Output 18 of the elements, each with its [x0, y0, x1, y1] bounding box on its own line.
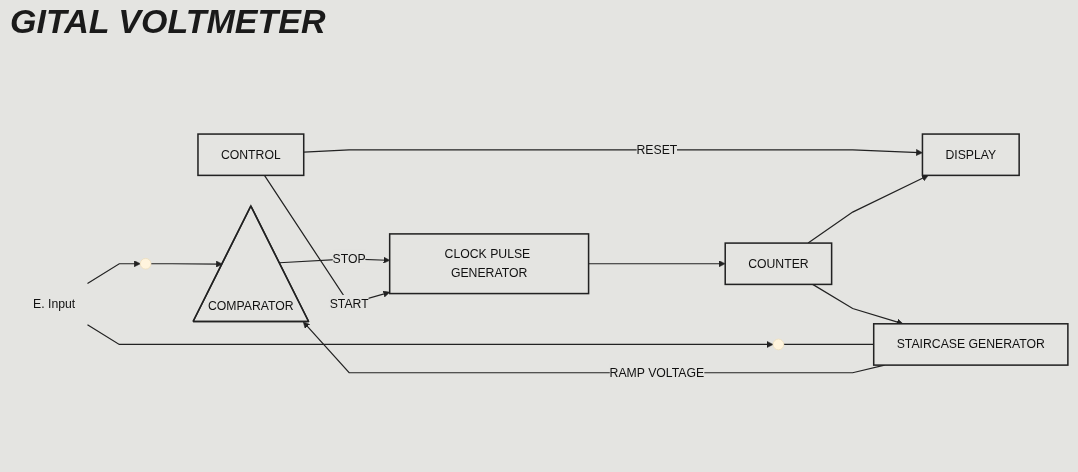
edge-label: RAMP VOLTAGE: [609, 365, 705, 379]
node-box: COUNTER: [724, 242, 833, 286]
node-box: DISPLAY: [921, 133, 1020, 177]
arrow: [150, 260, 223, 268]
node-circle: [139, 258, 152, 270]
node-circle: [772, 338, 785, 351]
node-box: CONTROL: [197, 133, 305, 177]
arrow: [807, 175, 929, 244]
node-text: E. Input: [33, 297, 76, 311]
edge-label: START: [329, 297, 369, 311]
arrow: [86, 260, 141, 285]
diagram-title: GITAL VOLTMETER: [10, 2, 326, 41]
node-box: STAIRCASE GENERATOR: [872, 323, 1069, 366]
node-box: CLOCK PULSE GENERATOR: [388, 233, 590, 295]
arrow: [86, 324, 774, 348]
edge-label: RESET: [636, 143, 678, 157]
arrow: [303, 149, 923, 156]
edge-label: STOP: [332, 252, 366, 266]
